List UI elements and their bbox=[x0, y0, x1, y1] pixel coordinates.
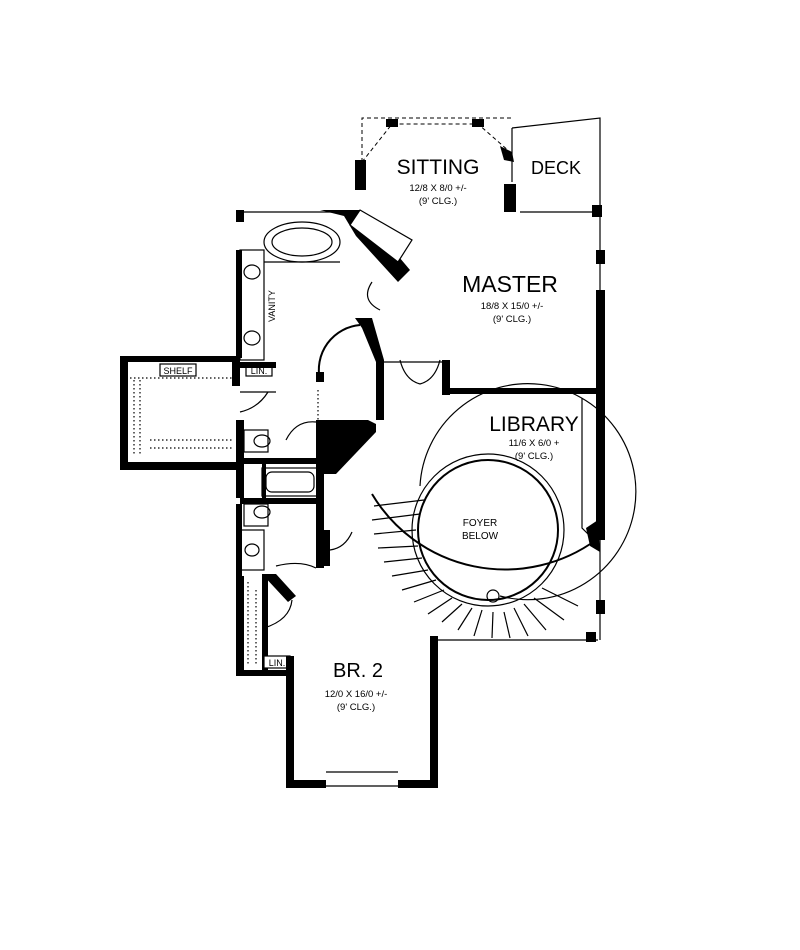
master-bath bbox=[236, 209, 413, 420]
stair-treads bbox=[371, 499, 579, 639]
master-clg: (9' CLG.) bbox=[493, 314, 531, 325]
foyer-label-line2: BELOW bbox=[462, 531, 499, 542]
bench-label: BENCH bbox=[326, 424, 358, 434]
sitting-bay bbox=[355, 117, 516, 212]
library-clg: (9' CLG.) bbox=[515, 451, 553, 462]
master-name: MASTER bbox=[462, 271, 558, 297]
room-labels: SITTING 12/8 X 8/0 +/- (9' CLG.) DECK MA… bbox=[163, 156, 581, 713]
br2-closet bbox=[236, 574, 296, 786]
sitting-dims: 12/8 X 8/0 +/- bbox=[409, 183, 466, 194]
vanity-label: VANITY bbox=[267, 290, 277, 322]
foyer-label-line1: FOYER bbox=[463, 518, 497, 529]
hall-bath bbox=[236, 420, 376, 576]
master-walls bbox=[380, 212, 605, 640]
shelf-label: SHELF bbox=[163, 366, 193, 376]
walk-in-closet bbox=[120, 356, 276, 470]
master-dims: 18/8 X 15/0 +/- bbox=[481, 301, 544, 312]
br2-name: BR. 2 bbox=[333, 660, 383, 682]
library-dims: 11/6 X 6/0 + bbox=[509, 438, 560, 449]
sitting-clg: (9' CLG.) bbox=[419, 196, 457, 207]
library-name: LIBRARY bbox=[489, 413, 579, 436]
linen-label-top: LIN. bbox=[251, 366, 268, 376]
sitting-name: SITTING bbox=[397, 156, 480, 179]
br2-walls bbox=[286, 530, 520, 788]
deck-name: DECK bbox=[531, 158, 581, 178]
library-stair bbox=[371, 383, 637, 642]
br2-dims: 12/0 X 16/0 +/- bbox=[325, 689, 388, 700]
linen-label-bottom: LIN. bbox=[269, 658, 286, 668]
br2-clg: (9' CLG.) bbox=[337, 702, 375, 713]
